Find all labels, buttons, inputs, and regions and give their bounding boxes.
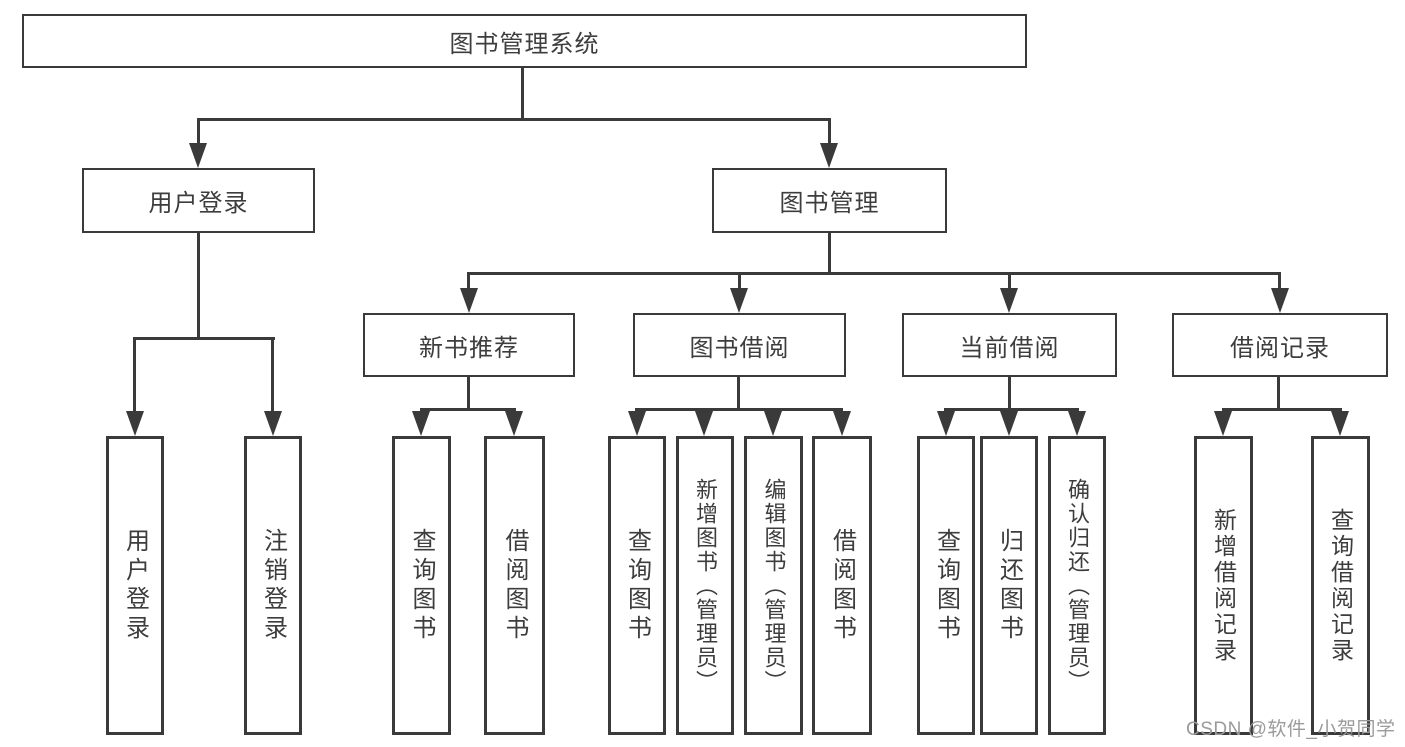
connector-login-stem xyxy=(197,231,200,339)
connector-l3b-stem xyxy=(738,272,741,292)
node-borrow-record: 借阅记录 xyxy=(1172,313,1388,377)
leaf-borrow-book-2: 借阅图书 xyxy=(812,436,872,735)
connector-root-stem xyxy=(521,68,524,118)
leaf-query-book-1: 查询图书 xyxy=(392,436,451,735)
connector-mgmt-stem xyxy=(828,231,831,274)
connector-l3c-hbar xyxy=(944,408,1079,411)
connector-root-hbar xyxy=(197,118,831,121)
node-root: 图书管理系统 xyxy=(22,14,1027,68)
leaf-user-login: 用户登录 xyxy=(106,436,164,735)
leaf-label: 归还图书 xyxy=(995,527,1023,644)
arrow-down-icon xyxy=(412,411,430,436)
leaf-add-book-admin: 新增图书（管理员） xyxy=(676,436,734,735)
arrow-down-icon xyxy=(820,143,838,168)
node-book-borrow-label: 图书借阅 xyxy=(689,334,790,362)
node-borrow-record-label: 借阅记录 xyxy=(1230,334,1330,362)
arrow-down-icon xyxy=(1000,411,1018,436)
arrow-down-icon xyxy=(730,288,748,313)
arrow-down-icon xyxy=(937,411,955,436)
arrow-down-icon xyxy=(264,411,282,436)
leaf-label: 查询图书 xyxy=(932,527,960,644)
node-user-login: 用户登录 xyxy=(82,168,315,233)
leaf-query-borrow-record: 查询借阅记录 xyxy=(1311,436,1370,735)
leaf-label: 查询图书 xyxy=(623,527,651,644)
connector-l3d-hbar xyxy=(1222,408,1342,411)
leaf-query-book-3: 查询图书 xyxy=(917,436,975,735)
leaf-label: 用户登录 xyxy=(121,527,149,644)
arrow-down-icon xyxy=(505,411,523,436)
node-root-label: 图书管理系统 xyxy=(449,30,600,58)
connector-l3d-stem xyxy=(1278,272,1281,292)
connector-l3a-stem xyxy=(467,272,470,292)
leaf-label: 借阅图书 xyxy=(501,527,528,644)
connector-l3c-substem xyxy=(1008,375,1011,410)
arrow-down-icon xyxy=(189,143,207,168)
leaf-label: 查询借阅记录 xyxy=(1327,507,1354,664)
leaf-add-borrow-record: 新增借阅记录 xyxy=(1194,436,1253,735)
node-book-borrow: 图书借阅 xyxy=(633,313,846,377)
connector-l3b-substem xyxy=(737,375,740,410)
arrow-down-icon xyxy=(695,411,713,436)
node-current-borrow: 当前借阅 xyxy=(902,313,1117,377)
arrow-down-icon xyxy=(1000,288,1018,313)
arrow-down-icon xyxy=(764,411,782,436)
arrow-down-icon xyxy=(1331,411,1349,436)
node-user-login-label: 用户登录 xyxy=(148,190,249,217)
node-book-management-label: 图书管理 xyxy=(779,190,880,217)
arrow-down-icon xyxy=(460,288,478,313)
leaf-query-book-2: 查询图书 xyxy=(608,436,666,735)
connector-l2a-stem xyxy=(197,118,200,146)
node-new-book-recommend: 新书推荐 xyxy=(363,313,575,377)
leaf-return-book: 归还图书 xyxy=(980,436,1038,735)
node-current-borrow-label: 当前借阅 xyxy=(959,334,1060,362)
leaf-label: 新增图书（管理员） xyxy=(693,477,718,694)
leaf-label: 查询图书 xyxy=(408,527,435,644)
arrow-down-icon xyxy=(1271,288,1289,313)
arrow-down-icon xyxy=(126,411,144,436)
connector-l2b-stem xyxy=(828,118,831,146)
node-new-book-recommend-label: 新书推荐 xyxy=(419,334,519,362)
connector-l3b-hbar xyxy=(635,408,843,411)
leaf-label: 编辑图书（管理员） xyxy=(761,477,787,694)
leaf-confirm-return-admin: 确认归还（管理员） xyxy=(1048,436,1106,735)
connector-leaf2-stem xyxy=(271,337,274,413)
connector-l3a-substem xyxy=(467,375,470,410)
arrow-down-icon xyxy=(833,411,851,436)
leaf-label: 注销登录 xyxy=(259,527,287,644)
node-book-management: 图书管理 xyxy=(712,168,947,233)
connector-l3d-substem xyxy=(1277,375,1280,410)
connector-leaf1-stem xyxy=(133,337,136,413)
arrow-down-icon xyxy=(1214,411,1232,436)
leaf-label: 新增借阅记录 xyxy=(1210,507,1237,664)
arrow-down-icon xyxy=(628,411,646,436)
connector-l3a-hbar xyxy=(420,408,516,411)
leaf-logout: 注销登录 xyxy=(244,436,302,735)
csdn-watermark: CSDN @软件_小贺同学 xyxy=(1186,719,1396,740)
arrow-down-icon xyxy=(1068,411,1086,436)
connector-login-hbar xyxy=(133,337,275,340)
connector-l3c-stem xyxy=(1008,272,1011,292)
leaf-label: 借阅图书 xyxy=(828,527,856,644)
leaf-edit-book-admin: 编辑图书（管理员） xyxy=(744,436,803,735)
leaf-label: 确认归还（管理员） xyxy=(1065,477,1090,694)
leaf-borrow-book-1: 借阅图书 xyxy=(484,436,545,735)
connector-mgmt-hbar xyxy=(467,272,1281,275)
